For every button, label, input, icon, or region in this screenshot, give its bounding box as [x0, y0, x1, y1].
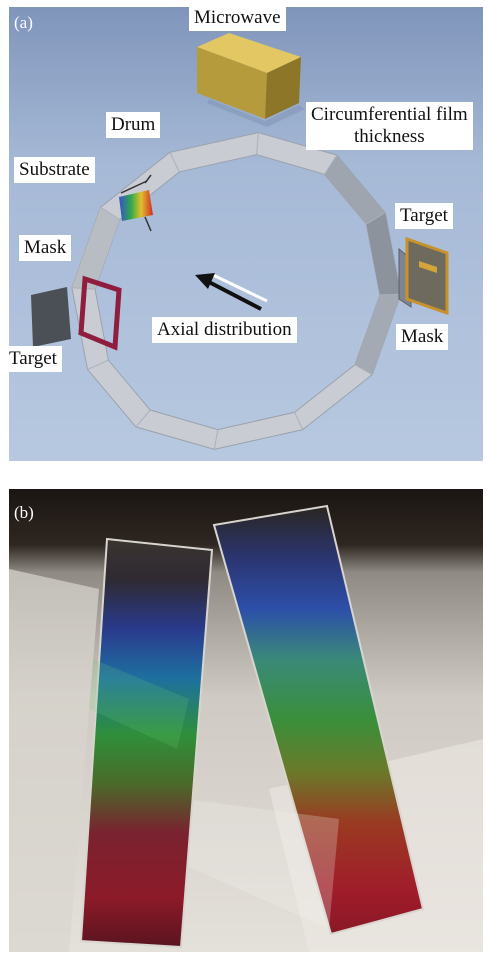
circumferential-label-line2: thickness [353, 126, 425, 147]
microwave-box [197, 33, 305, 127]
circumferential-label-line1: Circumferential film [311, 104, 468, 125]
substrate-label: Substrate [14, 157, 95, 183]
axial-arrow [195, 273, 268, 311]
target-right-label: Target [395, 203, 453, 229]
target-left-label: Target [9, 346, 62, 372]
drum [71, 132, 402, 450]
schematic-drawing [9, 7, 483, 461]
circumferential-film-thickness-label: Circumferential film thickness [306, 102, 473, 150]
coated-slides-photo [9, 489, 483, 952]
axial-distribution-label: Axial distribution [152, 317, 297, 343]
panel-a-tag: (a) [14, 13, 33, 32]
substrate-patch [119, 174, 153, 232]
mask-left [78, 275, 122, 351]
mask-left-label: Mask [19, 235, 72, 261]
target-right [405, 236, 449, 316]
panel-a-schematic: (a) Microwave Drum Circumferential film … [9, 7, 483, 461]
microwave-label: Microwave [189, 7, 286, 31]
panel-b-tag: (b) [14, 503, 34, 522]
target-left [31, 287, 71, 347]
left-coated-slide [79, 537, 214, 949]
mask-right-label: Mask [396, 324, 449, 350]
right-coated-slide [212, 504, 425, 936]
drum-label: Drum [106, 112, 161, 138]
panel-b-photo: (b) [9, 489, 483, 952]
